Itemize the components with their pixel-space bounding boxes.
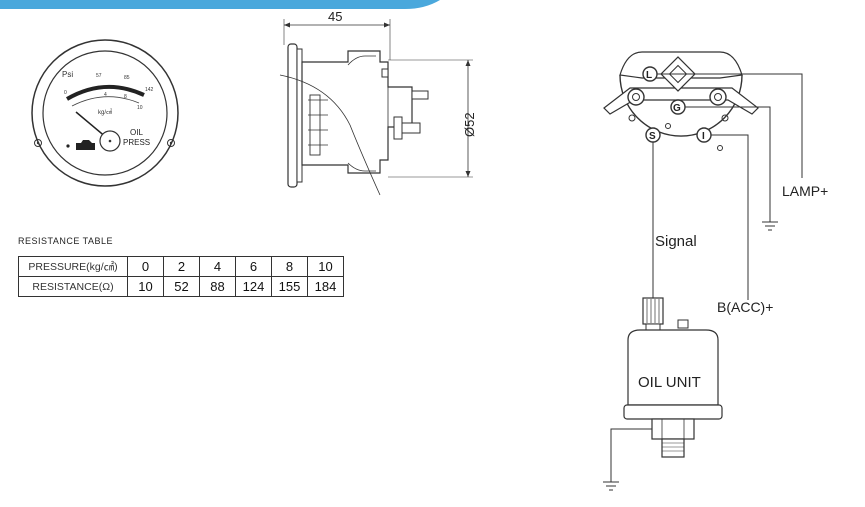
pressure-cell: 8 xyxy=(271,256,308,277)
gauge-unit-kg: kg/㎠ xyxy=(98,108,112,116)
gauge-kg-tick-8: 8 xyxy=(124,94,127,100)
pressure-cell: 0 xyxy=(127,256,164,277)
ground-symbol-sender xyxy=(603,481,619,491)
sender-body xyxy=(627,329,719,406)
terminal-ignition: I xyxy=(696,127,712,143)
gauge-inner-bezel xyxy=(42,50,168,176)
pressure-cell: 4 xyxy=(199,256,236,277)
resistance-table: PRESSURE(kg/㎠) 0 2 4 6 8 10 RESISTANCE(Ω… xyxy=(18,256,344,297)
header-accent-bar xyxy=(0,0,440,9)
resistance-cell: 10 xyxy=(127,276,164,297)
pressure-cell: 6 xyxy=(235,256,272,277)
bezel-screw-left xyxy=(34,139,42,147)
sender-thread xyxy=(661,438,685,458)
sender-hex-nut xyxy=(651,418,695,440)
wire-sender-ground xyxy=(610,428,652,482)
gauge-side-view: 45 Ø52 xyxy=(279,9,477,196)
svg-text:S: S xyxy=(649,131,656,142)
oil-unit-label: OIL UNIT xyxy=(638,374,701,391)
resistance-cell: 124 xyxy=(235,276,272,297)
gauge-label-oil: OIL xyxy=(130,128,143,137)
gauge-label-press: PRESS xyxy=(123,138,150,147)
ground-symbol-gauge xyxy=(762,221,778,231)
label-lamp: LAMP+ xyxy=(782,183,828,199)
table-row-pressure: PRESSURE(kg/㎠) 0 2 4 6 8 10 xyxy=(18,256,344,277)
resistance-cell: 155 xyxy=(271,276,308,297)
resistance-cell: 52 xyxy=(163,276,200,297)
label-signal: Signal xyxy=(655,233,697,250)
side-terminal-top xyxy=(411,90,429,100)
gauge-front-view: Psi 57 85 142 0 4 8 10 kg/㎠ OIL PRESS xyxy=(31,39,179,187)
resistance-cell: 184 xyxy=(307,276,344,297)
resistance-header: RESISTANCE(Ω) xyxy=(18,276,128,297)
resistance-cell: 88 xyxy=(199,276,236,297)
side-terminal-bottom xyxy=(399,122,421,134)
terminal-nut-right xyxy=(709,88,727,106)
gauge-psi-tick-57: 57 xyxy=(96,73,102,79)
terminal-signal: S xyxy=(645,127,661,143)
gauge-scale-arc xyxy=(65,85,145,101)
table-row-resistance: RESISTANCE(Ω) 10 52 88 124 155 184 xyxy=(18,276,344,297)
wire-lamp xyxy=(657,73,803,178)
pressure-cell: 2 xyxy=(163,256,200,277)
gauge-psi-tick-85: 85 xyxy=(124,75,130,81)
gauge-kg-tick-0: 0 xyxy=(64,90,67,96)
gauge-kg-tick-10: 10 xyxy=(137,105,143,111)
gauge-psi-tick-142: 142 xyxy=(145,87,154,93)
wire-b-acc xyxy=(711,134,749,300)
label-b-acc: B(ACC)+ xyxy=(717,299,773,315)
gauge-needle-hub-dot xyxy=(108,139,112,143)
svg-text:G: G xyxy=(673,103,681,114)
svg-text:I: I xyxy=(702,131,705,142)
oil-can-icon xyxy=(66,140,95,150)
dimension-width-label: 45 xyxy=(328,9,342,24)
sender-flange xyxy=(623,404,723,420)
gauge-kg-tick-4: 4 xyxy=(104,92,107,98)
wiring-diagram: L G S I xyxy=(603,51,828,491)
bezel-screw-right xyxy=(167,139,175,147)
svg-text:L: L xyxy=(646,70,652,81)
gauge-unit-psi: Psi xyxy=(62,70,73,79)
accent-bar-shape xyxy=(0,0,440,9)
wire-ground xyxy=(685,106,771,222)
pressure-cell: 10 xyxy=(307,256,344,277)
terminal-nut-left xyxy=(627,88,645,106)
dimension-diameter-label: Ø52 xyxy=(462,112,477,137)
gauge-outer-bezel xyxy=(31,39,179,187)
terminal-ground: G xyxy=(670,99,686,115)
sender-knurled-terminal xyxy=(642,297,664,325)
pressure-header: PRESSURE(kg/㎠) xyxy=(18,256,128,277)
gauge-needle xyxy=(75,111,108,139)
terminal-lamp: L xyxy=(642,66,658,82)
side-bezel xyxy=(287,43,298,188)
resistance-table-title: RESISTANCE TABLE xyxy=(18,236,114,246)
gauge-scale-arc-inner xyxy=(71,96,140,107)
